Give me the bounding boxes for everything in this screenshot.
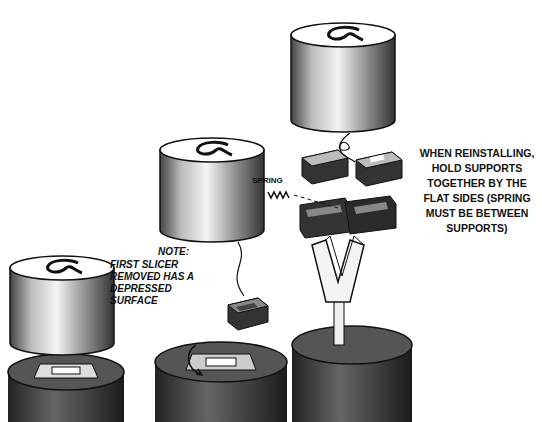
support-fork xyxy=(312,236,364,345)
first-slicer xyxy=(228,242,268,330)
left-cap xyxy=(10,256,114,355)
right-cap xyxy=(291,23,395,162)
middle-cap xyxy=(160,138,264,242)
instruction-note: WHEN REINSTALLING, HOLD SUPPORTS TOGETHE… xyxy=(418,146,536,236)
middle-base xyxy=(155,342,287,422)
note-heading: NOTE: xyxy=(158,246,218,258)
left-base xyxy=(8,354,124,422)
support-pair xyxy=(300,196,396,238)
right-base xyxy=(292,326,412,422)
note-text: FIRST SLICER REMOVED HAS A DEPRESSED SUR… xyxy=(110,259,196,307)
spring xyxy=(268,192,338,208)
part-label: SPRING xyxy=(252,176,296,186)
slicer-blocks xyxy=(302,150,402,186)
